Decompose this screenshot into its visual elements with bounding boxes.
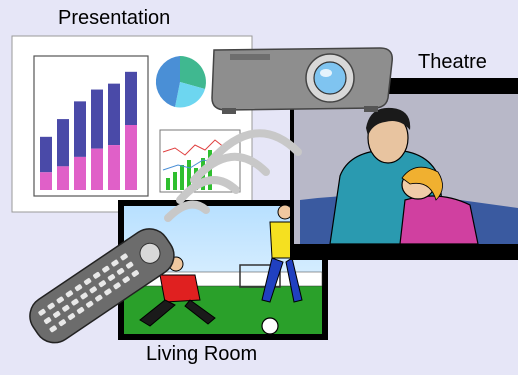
bar-lower-3 [74, 156, 86, 190]
bar-upper-2 [57, 119, 69, 167]
remote-button [111, 259, 119, 267]
remote-control-icon [29, 228, 175, 344]
bar-lower-2 [57, 166, 69, 190]
bar-upper-5 [108, 83, 120, 146]
wireless-signal-icon [164, 129, 302, 222]
bar-upper-1 [40, 136, 52, 173]
remote-button [113, 282, 121, 290]
presentation-panel [11, 35, 253, 213]
remote-button [125, 261, 134, 269]
remote-button [38, 308, 46, 316]
bar-lower-4 [91, 148, 103, 190]
bar-upper-4 [91, 89, 103, 149]
remote-keypad [38, 253, 139, 333]
remote-button [98, 280, 107, 288]
remote-button [107, 274, 116, 281]
pie-chart [155, 56, 206, 108]
remote-button [56, 296, 64, 304]
pie-slice-cyan [175, 82, 205, 108]
woman-figure [399, 166, 479, 245]
living-room-label: Living Room [146, 343, 258, 365]
remote-button [76, 306, 85, 314]
projector-icon [211, 47, 393, 114]
remote-button [62, 304, 70, 312]
remote-button [102, 265, 110, 273]
remote-button [74, 284, 83, 292]
remote-button [71, 298, 79, 306]
presentation-label: Presentation [58, 7, 171, 29]
projector-lens [313, 61, 347, 95]
remote-button [116, 267, 125, 275]
theatre-label: Theatre [418, 51, 487, 73]
soccer-ball [261, 317, 279, 335]
remote-button [83, 278, 92, 285]
pie-slice-green [180, 56, 206, 89]
remote-button [85, 300, 94, 308]
remote-button [89, 286, 97, 294]
remote-button [95, 294, 103, 302]
bar-lower-5 [108, 145, 120, 190]
bar-lower-1 [40, 172, 52, 190]
remote-button [53, 310, 61, 318]
pie-slice-blue [155, 56, 180, 107]
bar-lower-6 [125, 125, 137, 190]
remote-button [122, 276, 130, 284]
goal [239, 264, 281, 288]
remote-button [104, 288, 112, 296]
theatre-panel [290, 78, 518, 260]
remote-button [43, 317, 52, 325]
remote-button [80, 292, 88, 300]
remote-button [67, 313, 76, 321]
remote-round-button [139, 242, 161, 264]
bar-upper-3 [74, 101, 86, 157]
remote-button [120, 253, 128, 261]
remote-button [93, 271, 101, 279]
bar-upper-6 [125, 71, 137, 125]
red-player [139, 256, 216, 327]
remote-button [47, 302, 55, 310]
remote-button [58, 319, 67, 327]
remote-button [131, 270, 139, 277]
remote-button [65, 290, 74, 298]
bar-chart [40, 71, 137, 190]
remote-button [49, 325, 57, 333]
